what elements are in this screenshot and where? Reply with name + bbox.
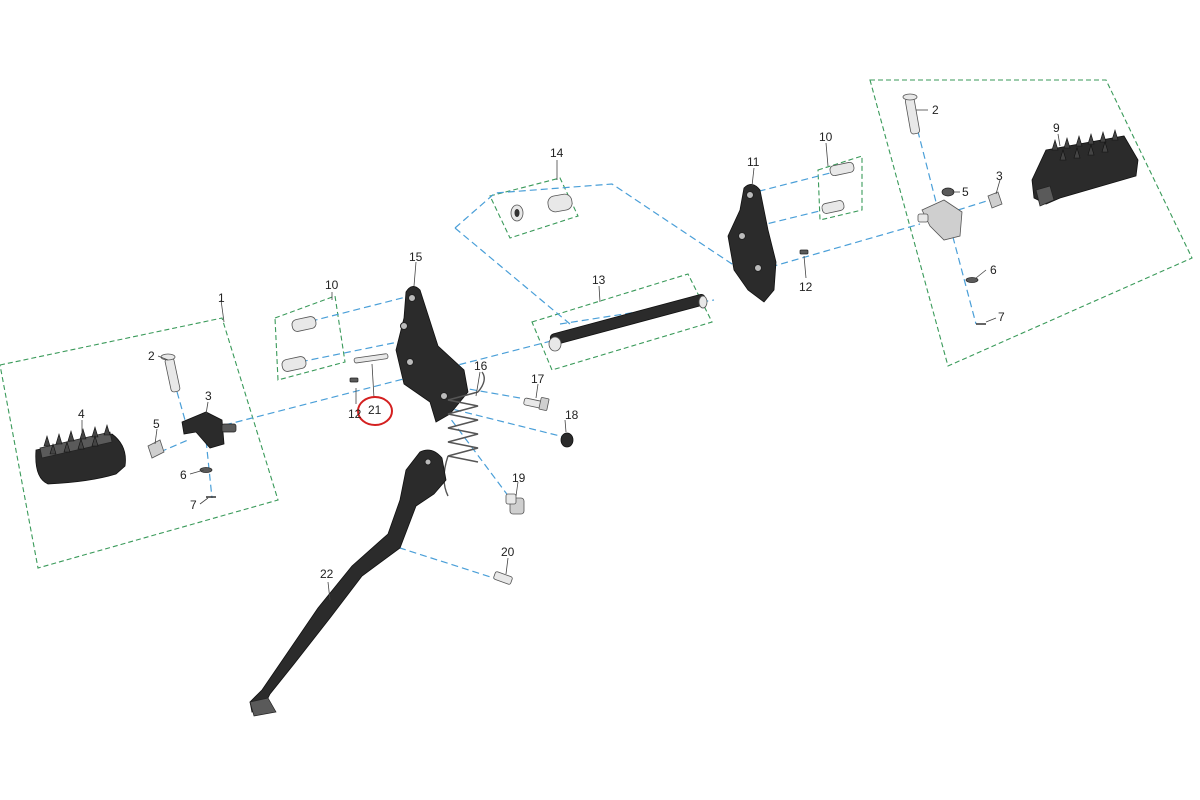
parts [35,93,1139,717]
callout-14: 14 [550,146,564,160]
main-bracket [395,286,469,423]
callout-5-right: 5 [962,185,969,199]
assembly-line-main-axis [224,339,556,426]
bolts-10-left [281,316,317,372]
pin-12-right [799,249,809,255]
callout-12-right: 12 [799,280,813,294]
callout-5-left: 5 [153,417,160,431]
callout-4: 4 [78,407,85,421]
callout-7-right: 7 [998,310,1005,324]
callout-12-left: 12 [348,407,362,421]
kickstand [249,449,447,717]
callout-7-left: 7 [190,498,197,512]
callout-labels: 1 2 3 4 5 6 7 10 12 21 13 14 15 16 17 18… [78,103,1060,581]
callout-20: 20 [501,545,515,559]
callout-3-right: 3 [996,169,1003,183]
callout-16: 16 [474,359,488,373]
highlight-circle-21 [357,396,393,426]
group-box-bolts-10-left [274,295,346,381]
left-footpeg [35,423,126,485]
bolts-10-right [821,161,855,214]
left-washer [199,467,213,473]
leader-lines [81,109,1061,601]
group-box-right-footrest [869,79,1193,367]
right-pin [902,93,920,135]
group-box-shaft-13 [531,273,713,371]
callout-15: 15 [409,250,423,264]
assembly-line-14 [454,183,739,269]
left-footpeg-bracket [181,411,237,449]
left-pin [160,353,181,393]
assembly-lines [159,119,991,581]
callout-21: 21 [368,403,382,417]
right-spring-3 [987,191,1003,209]
callout-6-left: 6 [180,468,187,482]
right-footpeg-bracket [917,199,963,241]
group-box-bolts-10-right [817,155,863,221]
callout-19: 19 [512,471,526,485]
nut-18 [560,432,574,448]
callout-13: 13 [592,273,606,287]
callout-22: 22 [320,567,334,581]
callout-9: 9 [1053,121,1060,135]
pin-12-left [349,377,359,383]
callout-18: 18 [565,408,579,422]
right-washer [965,277,979,283]
group-box-left-footrest [0,317,279,569]
bolt-17 [523,397,550,411]
right-bracket [727,184,777,303]
group-boxes [0,79,1193,569]
pin-21 [353,353,389,364]
right-footpeg [1031,128,1139,207]
callout-2-right: 2 [932,103,939,117]
group-box-bushings-14 [489,177,579,239]
bushings-14 [510,193,573,222]
shaft-13 [548,293,708,352]
callout-3-left: 3 [205,389,212,403]
callout-1: 1 [218,291,225,305]
bolt-19 [505,493,525,515]
callout-17: 17 [531,372,545,386]
callout-2-left: 2 [148,349,155,363]
left-spring [147,439,165,459]
callout-6-right: 6 [990,263,997,277]
bolt-20 [493,571,513,585]
callout-10-right: 10 [819,130,833,144]
callout-11: 11 [747,155,760,169]
callout-10-left: 10 [325,278,339,292]
